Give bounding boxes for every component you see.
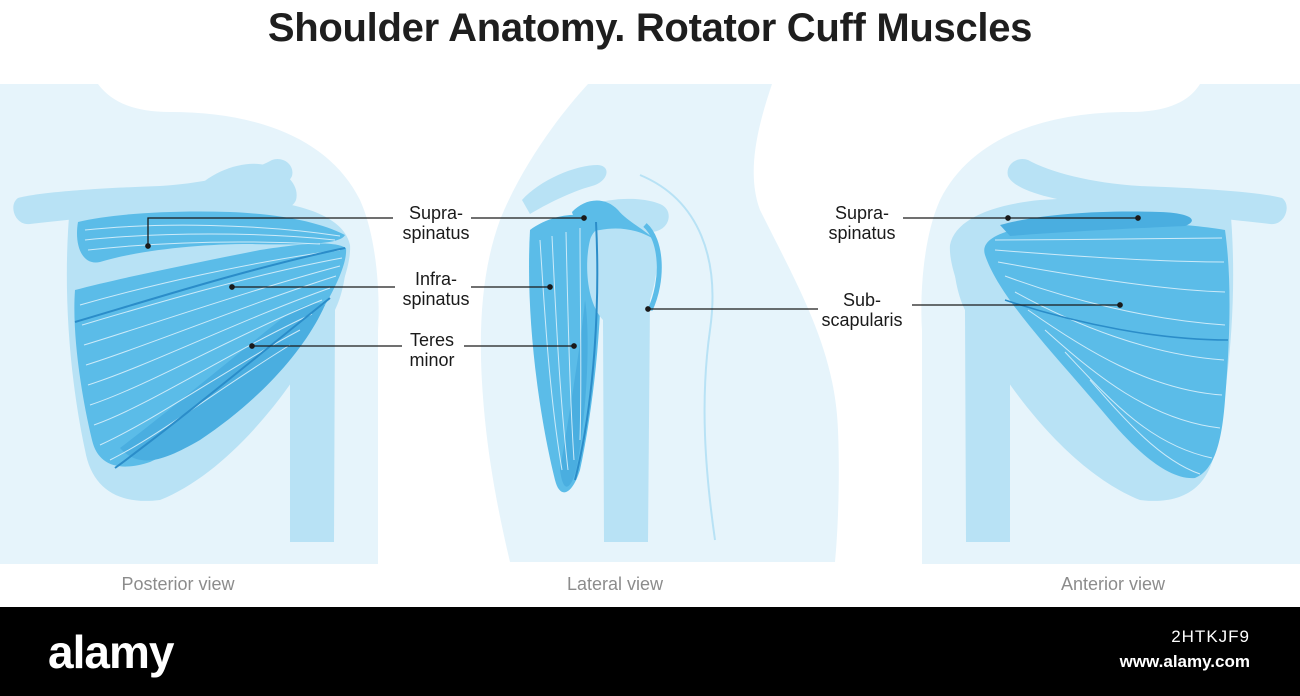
posterior-clavicle xyxy=(13,158,293,225)
label-supraspinatus-anterior: Supra- spinatus xyxy=(828,203,896,243)
label-infraspinatus: Infra- spinatus xyxy=(402,269,470,309)
posterior-infraspinatus-muscle xyxy=(74,243,347,467)
footer-bar: alamy 2HTKJF9 www.alamy.com xyxy=(0,607,1300,696)
caption-lateral-view: Lateral view xyxy=(566,574,664,594)
lateral-supraspinatus-muscle xyxy=(572,200,655,240)
posterior-view-figure xyxy=(0,84,379,564)
label-supraspinatus-posterior: Supra- spinatus xyxy=(402,203,470,243)
leader-lines xyxy=(145,215,1141,349)
lateral-humerus xyxy=(587,219,657,542)
anterior-view-figure xyxy=(921,84,1300,564)
website-link[interactable]: www.alamy.com xyxy=(1119,652,1250,671)
page-title: Shoulder Anatomy. Rotator Cuff Muscles xyxy=(267,6,1033,50)
lateral-clavicle xyxy=(522,165,607,214)
label-subscapularis: Sub- scapularis xyxy=(821,290,903,330)
image-id: 2HTKJF9 xyxy=(1171,627,1250,646)
caption-anterior-view: Anterior view xyxy=(1060,574,1166,594)
rotator-cuff-illustration xyxy=(0,84,1300,564)
label-teres-minor: Teres minor xyxy=(409,330,455,370)
anterior-subscapularis-muscle xyxy=(984,222,1230,479)
lateral-view-figure xyxy=(480,84,839,562)
posterior-acromion xyxy=(190,163,297,220)
caption-posterior-view: Posterior view xyxy=(121,574,235,594)
lateral-infraspinatus-muscle xyxy=(529,214,602,493)
alamy-logo: alamy xyxy=(48,626,174,678)
anterior-humerus xyxy=(954,224,1021,542)
posterior-supraspinatus-muscle xyxy=(76,211,345,263)
